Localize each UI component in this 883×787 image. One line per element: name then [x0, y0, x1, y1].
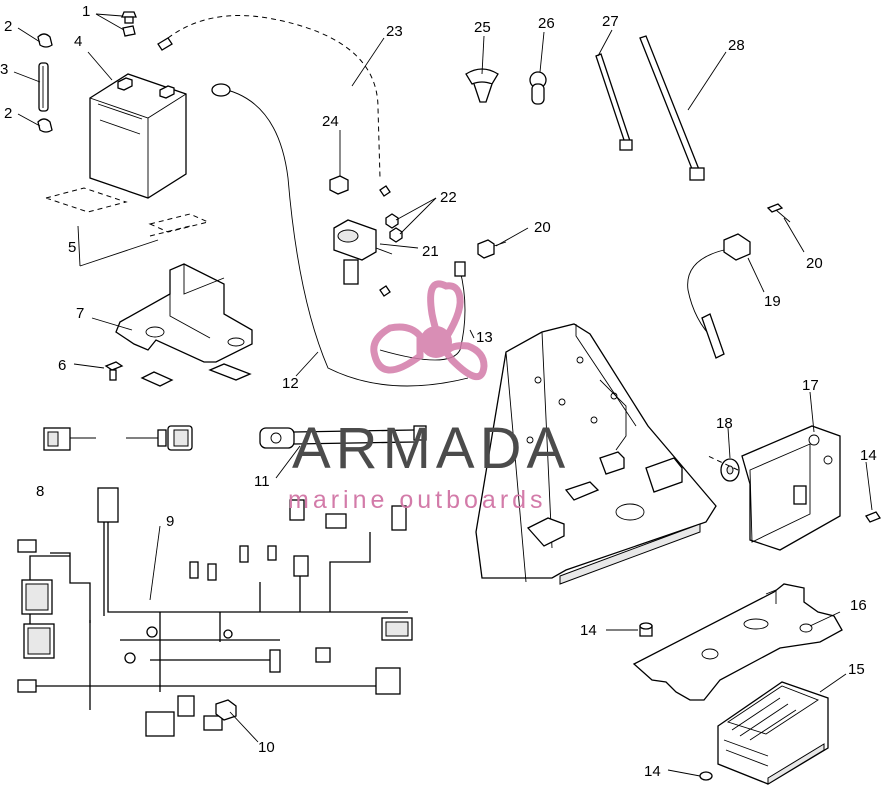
part-10-fuse-holder	[215, 699, 237, 721]
callout-labels: 1 2 3 2 4 5 6 7 8 9 10 11 12 13 14 14 14…	[0, 3, 877, 780]
part-12-cable	[211, 83, 469, 387]
callout-20-center: 20	[534, 219, 551, 236]
part-20-bolt-right	[766, 203, 791, 223]
part-11-ground-strap	[259, 425, 427, 449]
callout-11: 11	[254, 473, 270, 490]
callout-26: 26	[538, 15, 555, 32]
callout-28: 28	[728, 37, 745, 54]
callout-10: 10	[258, 739, 275, 756]
part-7-bracket	[115, 263, 253, 387]
callout-17: 17	[802, 377, 819, 394]
callout-14-middle: 14	[580, 622, 597, 639]
callout-15: 15	[848, 661, 865, 678]
part-4-battery	[89, 73, 187, 199]
part-26-grommet	[529, 71, 547, 105]
part-17-ecu-bracket	[707, 425, 841, 551]
callout-5: 5	[68, 239, 76, 256]
callout-2-upper: 2	[4, 18, 12, 35]
main-panel	[475, 323, 717, 585]
callout-22: 22	[440, 189, 457, 206]
callout-19: 19	[764, 293, 781, 310]
callout-16: 16	[850, 597, 867, 614]
part-19-sensor	[687, 233, 751, 359]
part-27-cable-tie	[595, 53, 633, 151]
callout-12: 12	[282, 375, 299, 392]
callout-18: 18	[716, 415, 733, 432]
part-5-pads	[44, 187, 210, 237]
armada-watermark: ARMADA marine outboards	[288, 280, 570, 514]
watermark-subtitle: marine outboards	[288, 486, 547, 514]
callout-27: 27	[602, 13, 619, 30]
propeller-logo-icon	[370, 280, 488, 380]
part-14-screw-middle	[639, 622, 653, 637]
watermark-title: ARMADA	[292, 416, 570, 481]
part-1-screws	[121, 11, 137, 37]
callout-14-bottom: 14	[644, 763, 661, 780]
callout-21: 21	[422, 243, 439, 260]
part-14-screw-right	[865, 511, 881, 523]
part-23-cable	[157, 15, 381, 179]
callout-7: 7	[76, 305, 84, 322]
callout-6: 6	[58, 357, 66, 374]
callout-3: 3	[0, 61, 8, 78]
callout-14-right: 14	[860, 447, 877, 464]
callout-4: 4	[74, 33, 82, 50]
part-25-clip	[465, 68, 499, 103]
callout-9: 9	[166, 513, 174, 530]
part-6-bolt	[104, 361, 124, 381]
part-8-connector	[43, 425, 193, 451]
callout-13: 13	[476, 329, 493, 346]
part-2-clip-upper	[37, 33, 53, 48]
callout-1: 1	[82, 3, 90, 20]
callout-24: 24	[322, 113, 339, 130]
callout-2-lower: 2	[4, 105, 12, 122]
part-14-screw-bottom	[699, 771, 713, 781]
callout-8: 8	[36, 483, 44, 500]
part-22-nuts	[379, 185, 403, 243]
callout-25: 25	[474, 19, 491, 36]
part-16-mounting-plate	[632, 583, 843, 701]
part-28-cable-tie	[639, 35, 705, 181]
part-3-strap	[38, 62, 49, 112]
leader-lines	[13, 13, 873, 777]
callout-23: 23	[386, 23, 403, 40]
callout-20-right: 20	[806, 255, 823, 272]
part-21-solenoid	[333, 219, 393, 297]
part-24-bushing	[329, 175, 349, 195]
part-9-wiring-harness	[17, 487, 413, 737]
part-2-clip-lower	[37, 118, 53, 133]
part-18-washer	[720, 458, 740, 482]
part-15-ecu	[717, 681, 829, 785]
